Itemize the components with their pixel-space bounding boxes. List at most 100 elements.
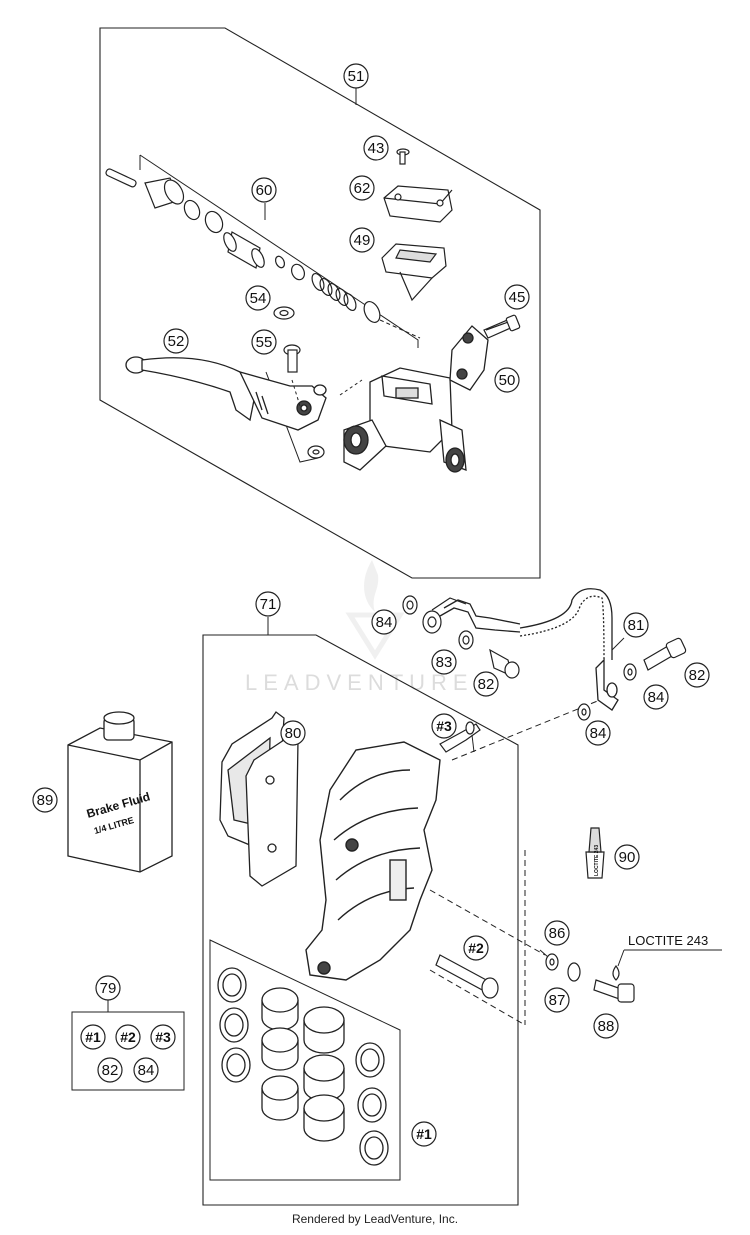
callout-89: 89 — [32, 787, 58, 813]
master-cylinder-body — [343, 325, 489, 473]
svg-text:71: 71 — [260, 596, 277, 613]
svg-text:82: 82 — [102, 1062, 119, 1079]
reservoir-cap — [383, 185, 453, 223]
banjo-bolt-right — [643, 637, 687, 671]
svg-text:82: 82 — [689, 667, 706, 684]
callout-55: 55 — [251, 329, 277, 355]
caliper-group-frame — [202, 634, 519, 1206]
svg-text:51: 51 — [348, 68, 365, 85]
callout-90: 90 — [614, 844, 640, 870]
callout-82-middle: 82 — [473, 671, 499, 697]
callout-kit-84: 84 — [133, 1057, 159, 1083]
svg-text:89: 89 — [37, 792, 54, 809]
svg-text:#3: #3 — [155, 1029, 171, 1045]
svg-text:83: 83 — [436, 654, 453, 671]
svg-text:49: 49 — [354, 232, 371, 249]
callout-81: 81 — [623, 612, 649, 638]
reservoir-diaphragm — [381, 243, 447, 302]
callout-84-upper: 84 — [371, 609, 397, 635]
brake-caliper — [305, 741, 441, 981]
callout-hash2-pin: #2 — [463, 935, 489, 961]
caliper-seals-pistons — [217, 967, 389, 1166]
svg-text:81: 81 — [628, 617, 645, 634]
spring — [311, 272, 357, 312]
callout-84-lower: 84 — [585, 720, 611, 746]
brake-fluid-bottle — [67, 711, 173, 873]
svg-text:60: 60 — [256, 182, 273, 199]
callout-kit-82: 82 — [97, 1057, 123, 1083]
callout-71: 71 — [255, 591, 281, 617]
banjo-bolt-left — [489, 648, 520, 679]
callout-83: 83 — [431, 649, 457, 675]
bleeder-valve — [439, 721, 481, 753]
repair-kit-box — [71, 1011, 185, 1091]
loctite-drop-icon — [612, 964, 620, 981]
clamp-bolt — [483, 314, 521, 339]
callout-87: 87 — [544, 987, 570, 1013]
svg-text:84: 84 — [376, 614, 393, 631]
callout-kit-hash1: #1 — [80, 1024, 106, 1050]
svg-text:#1: #1 — [85, 1029, 101, 1045]
brake-pads — [219, 711, 299, 887]
piston-kit-parts — [105, 168, 381, 323]
svg-text:#2: #2 — [120, 1029, 136, 1045]
callout-88: 88 — [593, 1013, 619, 1039]
footer-credit: Rendered by LeadVenture, Inc. — [291, 1212, 459, 1226]
loctite-tube — [585, 827, 605, 879]
callout-80: 80 — [280, 720, 306, 746]
svg-text:50: 50 — [499, 372, 516, 389]
svg-text:#3: #3 — [436, 718, 452, 734]
callout-54: 54 — [245, 285, 271, 311]
svg-text:84: 84 — [648, 689, 665, 706]
svg-text:87: 87 — [549, 992, 566, 1009]
cap-screw — [396, 148, 410, 165]
svg-text:86: 86 — [549, 925, 566, 942]
callout-kit-hash3: #3 — [150, 1024, 176, 1050]
svg-text:80: 80 — [285, 725, 302, 742]
svg-text:54: 54 — [250, 290, 267, 307]
brake-hose — [439, 588, 619, 711]
callout-kit-hash2: #2 — [115, 1024, 141, 1050]
callout-86: 86 — [544, 920, 570, 946]
watermark-text: LEADVENTURE — [245, 670, 474, 695]
svg-text:82: 82 — [478, 676, 495, 693]
callout-43: 43 — [363, 135, 389, 161]
lever-pivot-bolt — [283, 344, 325, 459]
callout-51: 51 — [343, 63, 369, 89]
piston-kit-bracket — [139, 154, 419, 348]
watermark-logo — [345, 560, 405, 660]
svg-text:55: 55 — [256, 334, 273, 351]
svg-text:79: 79 — [100, 980, 117, 997]
hose-banjo-upper — [422, 597, 467, 634]
pad-pin — [435, 954, 499, 999]
master-cylinder-group-frame — [99, 27, 541, 579]
callout-60: 60 — [251, 177, 277, 203]
callout-49: 49 — [349, 227, 375, 253]
brake-lever — [125, 356, 327, 431]
svg-text:52: 52 — [168, 333, 185, 350]
tube-label: LOCTITE 243 — [594, 845, 600, 876]
svg-text:88: 88 — [598, 1018, 615, 1035]
svg-text:90: 90 — [619, 849, 636, 866]
svg-text:#1: #1 — [416, 1126, 432, 1142]
svg-text:#2: #2 — [468, 940, 484, 956]
callout-84-right: 84 — [643, 684, 669, 710]
svg-text:62: 62 — [354, 180, 371, 197]
callout-79: 79 — [95, 975, 121, 1001]
svg-text:43: 43 — [368, 140, 385, 157]
svg-text:84: 84 — [138, 1062, 155, 1079]
caliper-bolt-set — [545, 953, 635, 1003]
callout-62: 62 — [349, 175, 375, 201]
seal-kit-frame — [209, 939, 401, 1181]
svg-text:45: 45 — [509, 289, 526, 306]
callout-45: 45 — [504, 284, 530, 310]
banjo-washers — [402, 595, 637, 721]
callout-hash1-seals: #1 — [411, 1121, 437, 1147]
callout-82-right: 82 — [684, 662, 710, 688]
callout-50: 50 — [494, 367, 520, 393]
callout-52: 52 — [163, 328, 189, 354]
callout-hash3-bleeder: #3 — [431, 713, 457, 739]
svg-text:84: 84 — [590, 725, 607, 742]
loctite-note: LOCTITE 243 — [628, 933, 708, 948]
